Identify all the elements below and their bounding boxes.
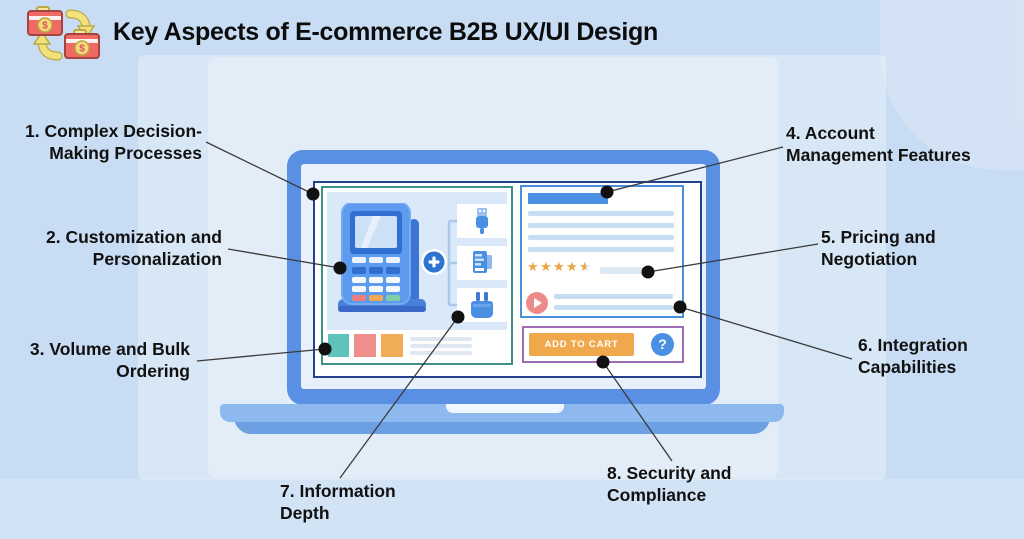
accessory-card bbox=[457, 288, 507, 322]
plus-icon bbox=[421, 249, 447, 275]
label-line: 2. Customization and bbox=[46, 227, 222, 247]
briefcase-exchange-icon: $ $ bbox=[27, 6, 100, 61]
rating-stars: ★★★★★★★★★★ bbox=[527, 258, 597, 274]
accessory-card bbox=[457, 204, 507, 238]
label-line: 6. Integration bbox=[858, 335, 968, 355]
svg-text:$: $ bbox=[79, 44, 85, 55]
star-icon: ★★ bbox=[540, 259, 552, 274]
star-icon: ★★ bbox=[579, 259, 591, 274]
add-to-cart-button[interactable]: ADD TO CART bbox=[529, 333, 634, 356]
label-line: Capabilities bbox=[858, 357, 957, 378]
label-line: Compliance bbox=[607, 485, 707, 506]
text-placeholder-line bbox=[554, 305, 673, 310]
star-icon: ★★ bbox=[566, 259, 578, 274]
label-line: Ordering bbox=[116, 361, 190, 382]
label-information-depth: 7. Information Depth bbox=[280, 480, 450, 524]
label-line: Depth bbox=[280, 503, 330, 524]
svg-text:$: $ bbox=[42, 21, 48, 32]
text-placeholder-line bbox=[528, 211, 674, 216]
label-line: Making Processes bbox=[49, 143, 202, 164]
usb-plug-icon bbox=[476, 208, 488, 234]
label-account-management: 4. Account Management Features bbox=[786, 122, 986, 166]
color-swatch bbox=[381, 334, 403, 357]
page-title: Key Aspects of E-commerce B2B UX/UI Desi… bbox=[113, 18, 658, 46]
label-pricing-negotiation: 5. Pricing and Negotiation bbox=[821, 226, 981, 270]
label-integration-capabilities: 6. Integration Capabilities bbox=[858, 334, 1018, 378]
help-icon[interactable]: ? bbox=[651, 333, 674, 356]
label-customization-personalization: 2. Customization and Personalization bbox=[40, 226, 222, 270]
star-icon: ★★ bbox=[527, 259, 539, 274]
label-line: 4. Account bbox=[786, 123, 875, 143]
text-placeholder-line bbox=[528, 223, 674, 228]
accessory-card bbox=[457, 246, 507, 280]
label-line: Management Features bbox=[786, 145, 971, 166]
panel-title-bar bbox=[528, 193, 608, 204]
label-line: 5. Pricing and bbox=[821, 227, 936, 247]
payment-terminal-icon bbox=[338, 203, 426, 312]
label-line: 8. Security and bbox=[607, 463, 732, 483]
label-line: Personalization bbox=[92, 249, 222, 270]
text-placeholder-line bbox=[410, 351, 472, 355]
rating-value-line bbox=[600, 267, 643, 274]
color-swatch bbox=[328, 334, 349, 357]
label-line: 3. Volume and Bulk bbox=[29, 339, 190, 359]
label-line: Negotiation bbox=[821, 249, 918, 270]
color-swatch bbox=[354, 334, 376, 357]
text-placeholder-line bbox=[528, 247, 674, 252]
connector-bracket bbox=[447, 219, 460, 307]
text-placeholder-line bbox=[528, 235, 674, 240]
background-shape bbox=[0, 479, 1024, 539]
label-volume-bulk-ordering: 3. Volume and Bulk Ordering bbox=[28, 338, 190, 382]
label-line: 7. Information bbox=[280, 481, 396, 501]
label-security-compliance: 8. Security and Compliance bbox=[607, 462, 777, 506]
label-line: 1. Complex Decision- bbox=[25, 121, 202, 141]
card-reader-icon bbox=[473, 251, 492, 273]
text-placeholder-line bbox=[554, 294, 673, 299]
play-icon[interactable] bbox=[526, 292, 548, 314]
label-complex-decision-making: 1. Complex Decision- Making Processes bbox=[20, 120, 202, 164]
power-plug-icon bbox=[471, 292, 493, 318]
text-placeholder-line bbox=[410, 344, 472, 348]
star-icon: ★★ bbox=[553, 259, 565, 274]
laptop-notch bbox=[446, 404, 564, 413]
text-placeholder-line bbox=[410, 337, 472, 341]
